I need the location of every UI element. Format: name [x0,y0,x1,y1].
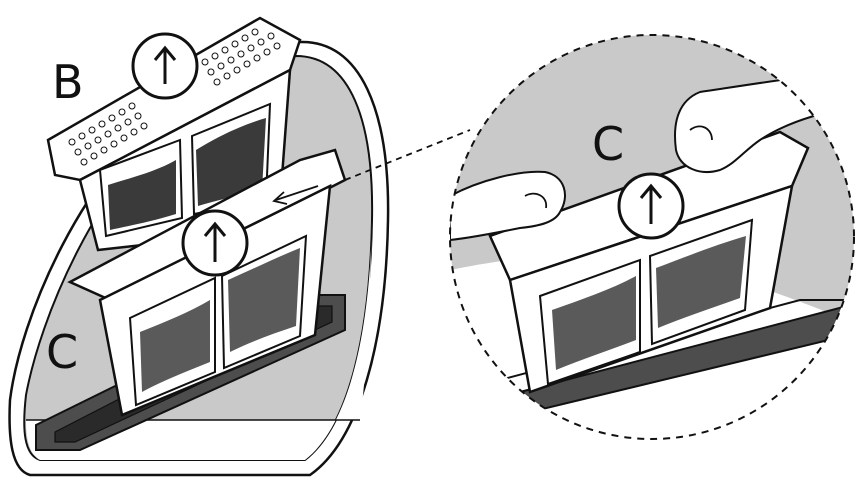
mesh-zoom-a [552,276,636,370]
hand-left [450,170,566,242]
mesh-zoom-b [656,236,746,328]
label-b: B [52,55,84,109]
mesh-c-left-b [228,248,300,352]
zoom-detail [450,35,854,439]
up-arrow-icon [131,32,199,100]
label-c-zoom: C [592,117,624,171]
label-c-left: C [46,325,78,379]
mesh-b-left [108,160,176,230]
up-arrow-icon [617,172,685,240]
mesh-b-right [196,118,266,206]
vent-holes-left [68,102,148,166]
mesh-c-left-a [140,300,210,392]
pointer-arrow-icon [272,185,319,205]
zoom-connector-line [344,129,471,181]
up-arrow-icon [181,209,249,277]
zoom-circle-outline [449,34,855,440]
vent-holes-right [201,28,281,86]
